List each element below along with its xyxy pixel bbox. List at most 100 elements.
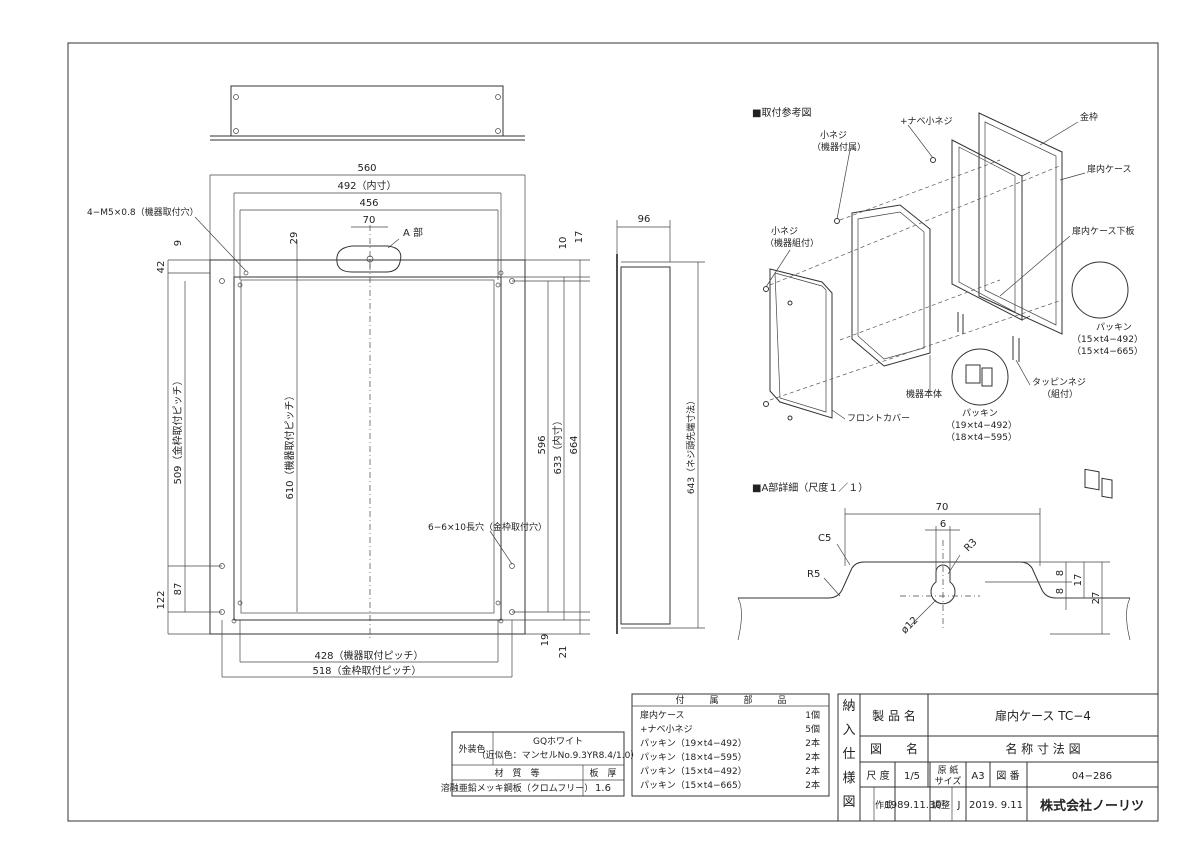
side-view: 96 643（ネジ頭先端寸法） [616, 214, 705, 634]
case-label: 扉内ケース [1087, 163, 1132, 175]
detail-dim-r5: R5 [807, 569, 820, 580]
packing-b-label: パッキン [962, 408, 998, 419]
parts-row-qty: 2本 [805, 751, 820, 763]
scale-value: 1/5 [904, 771, 920, 782]
dim-596: 596 [537, 435, 548, 454]
detail-dim-c5: C5 [818, 533, 831, 544]
top-view [210, 85, 525, 141]
detail-dim-8a: 8 [1055, 570, 1066, 576]
dim-42: 42 [156, 261, 167, 274]
dim-96: 96 [638, 214, 651, 225]
detail-dim-8b: 8 [1055, 588, 1066, 594]
vertical-char-3: 仕 [842, 747, 855, 762]
made-value: 1989.11.30 [884, 800, 941, 811]
case-bottom-label: 扉内ケース下板 [1072, 225, 1135, 237]
front-view-labels: 560 492（内寸） 456 70 A 部 4−M5×0.8（機器取付穴） 6… [87, 163, 585, 677]
dim-19: 19 [540, 634, 551, 647]
dim-664: 664 [569, 435, 580, 454]
detail-dim-27: 27 [1091, 592, 1102, 605]
parts-row-name: +ナベ小ネジ [640, 724, 693, 735]
sheet-border [67, 42, 1159, 822]
front-cover-label: フロントカバー [847, 413, 910, 424]
revised-date: 2019. 9.11 [969, 800, 1023, 811]
iso-title: ■取付参考図 [752, 106, 811, 119]
packing-a-callout [1071, 261, 1129, 319]
thickness-header: 板 厚 [589, 767, 616, 779]
parts-table: 付 属 部 品 扉内ケース 1個 +ナベ小ネジ 5個 パッキン（19×t4−49… [631, 693, 830, 797]
small-screw-note: （機器付属） [812, 141, 866, 153]
material-header: 材 質 等 [494, 767, 539, 779]
dim-87: 87 [173, 583, 184, 596]
color-name: GQホワイト [533, 736, 583, 747]
parts-row-name: パッキン（19×t4−492） [640, 738, 747, 749]
vertical-char-5: 図 [842, 795, 855, 810]
revised-label: 調整 [932, 799, 950, 811]
title-block: 納 入 仕 様 図 製 品 名 扉内ケース TC−4 図 名 名 称 寸 法 図… [837, 693, 1159, 822]
dim-643: 643（ネジ頭先端寸法） [685, 396, 697, 494]
material-value: 溶融亜鉛メッキ鋼板（クロムフリー） [441, 782, 593, 794]
dim-29: 29 [289, 232, 300, 245]
screws [763, 157, 1020, 421]
m5-holes-label: 4−M5×0.8（機器取付穴） [87, 206, 199, 218]
detail-dim-6: 6 [940, 519, 946, 530]
tapping-screw-note: （組付） [1042, 388, 1078, 400]
dim-70: 70 [363, 215, 376, 226]
number-label: 図 番 [996, 770, 1019, 782]
parts-row-name: パッキン（18×t4−595） [640, 752, 747, 763]
dim-21: 21 [558, 646, 569, 659]
product-label: 製 品 名 [872, 708, 916, 723]
dim-17: 17 [574, 231, 585, 244]
drawing-label: 図 名 [870, 741, 918, 756]
made-label: 作成 [875, 799, 893, 811]
packing-a-label: パッキン [1096, 322, 1132, 333]
detail-a-view: ■A部詳細（尺度１／１） 70 6 R3 C5 R5 ø12 8 8 17 [737, 481, 1131, 641]
dim-610: 610（機器取付ピッチ） [283, 390, 296, 499]
dim-633: 633（内寸） [551, 415, 564, 474]
dim-560: 560 [357, 163, 376, 174]
parts-header-3: 部 [743, 694, 752, 706]
thickness-value: 1.6 [595, 783, 611, 794]
mounting-holes [219, 270, 515, 624]
drawing-value: 名 称 寸 法 図 [1005, 741, 1080, 756]
parts-header-2: 属 [709, 695, 718, 706]
small-screw-set-note: （機器組付） [765, 237, 819, 249]
vertical-char-2: 入 [842, 723, 855, 738]
pan-screw-label: +ナベ小ネジ [900, 116, 953, 127]
color-label: 外装色 [458, 743, 485, 755]
packing-a-size-1: （15×t4−492） [1072, 334, 1143, 345]
parts-row-name: パッキン（15×t4−492） [640, 766, 747, 777]
detail-dim-d12: ø12 [899, 615, 920, 636]
paper-label-2: サイズ [935, 775, 962, 787]
paper-label-1: 原 紙 [938, 764, 959, 776]
packing-a-size-2: （15×t4−665） [1072, 346, 1143, 357]
scale-label: 尺 度 [866, 769, 889, 782]
parts-header-1: 付 [675, 695, 684, 706]
detail-dim-r3: R3 [962, 537, 979, 554]
dim-428: 428（機器取付ピッチ） [314, 649, 423, 662]
slot-holes-label: 6−6×10長穴（金枠取付穴） [428, 521, 547, 533]
vertical-char-1: 納 [842, 699, 855, 714]
parts-header-4: 品 [777, 695, 786, 706]
metal-frame-label: 金枠 [1080, 111, 1098, 123]
dim-518: 518（金枠取付ピッチ） [312, 664, 421, 677]
dim-509: 509（金枠取付ピッチ） [171, 375, 184, 484]
detail-dim-17: 17 [1073, 574, 1084, 587]
detail-title: ■A部詳細（尺度１／１） [752, 481, 868, 494]
isometric-view: ■取付参考図 [752, 106, 1143, 499]
device-body-label: 機器本体 [906, 388, 942, 400]
small-screw-set-label: 小ネジ [771, 226, 798, 237]
parts-row-name: 扉内ケース [640, 709, 685, 721]
color-munsell: （近似色：マンセルNo.9.3YR8.4/1.0） [477, 749, 640, 761]
dim-492: 492（内寸） [337, 179, 396, 192]
parts-row-name: パッキン（15×t4−665） [640, 780, 747, 791]
small-screw-label: 小ネジ [820, 130, 847, 141]
product-value: 扉内ケース TC−4 [995, 709, 1091, 723]
finish-table: 外装色 GQホワイト （近似色：マンセルNo.9.3YR8.4/1.0） 材 質… [441, 731, 640, 797]
parts-row-qty: 2本 [805, 765, 820, 777]
packing-b-callout [951, 348, 1009, 406]
packing-b-size-1: （19×t4−492） [946, 420, 1017, 431]
number-value: 04−286 [1072, 771, 1112, 782]
parts-row-qty: 2本 [805, 779, 820, 791]
revised-value: J [957, 800, 961, 811]
